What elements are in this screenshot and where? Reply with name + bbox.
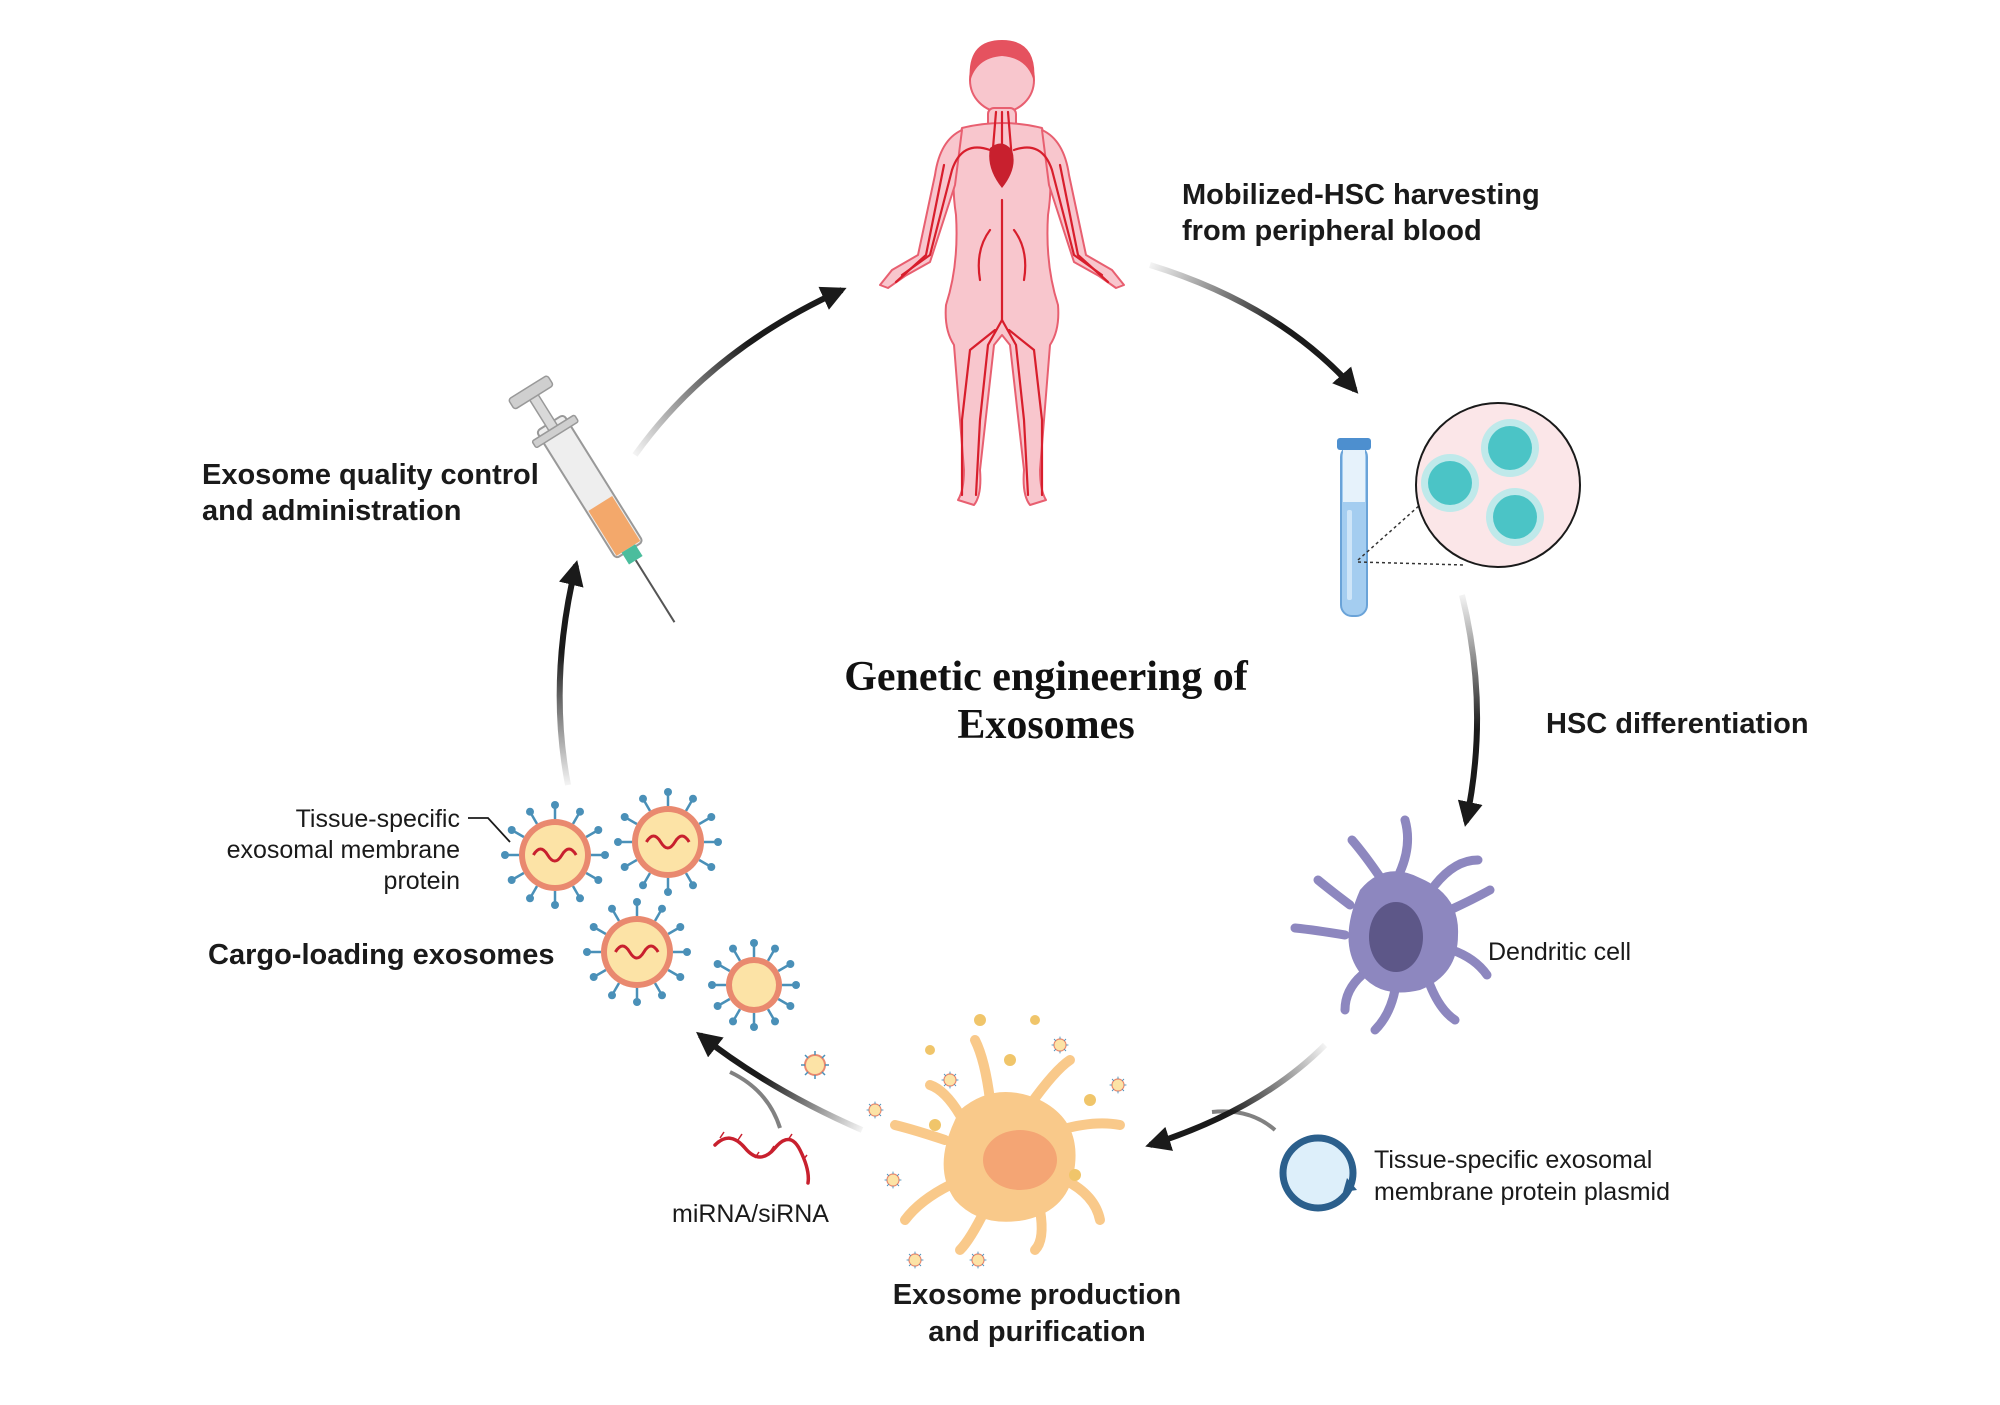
human-body-icon: [879, 40, 1125, 506]
step-differentiation: HSC differentiation: [1546, 708, 1809, 740]
step-cargo-loading: Cargo-loading exosomes: [208, 939, 554, 971]
exosome: [614, 788, 722, 896]
exosome: [708, 939, 800, 1031]
arrow-harvest-to-tube: [1149, 262, 1359, 394]
magnified-cells-icon: [1415, 402, 1581, 568]
label-membrane-protein-line1: Tissue-specific: [296, 805, 460, 833]
rna-strand-icon: [713, 1131, 811, 1185]
step-quality-line1: Exosome quality control: [202, 459, 539, 491]
arrow-production-to-cargo: [696, 1031, 864, 1133]
producing-cell-icon: [800, 1014, 1128, 1270]
arrow-cargo-to-syringe: [556, 560, 584, 786]
membrane-protein-leader: [468, 817, 511, 843]
step-production-line1: Exosome production: [893, 1279, 1181, 1311]
exosome: [583, 898, 691, 1006]
step-harvest-line1: Mobilized-HSC harvesting: [1182, 179, 1540, 211]
label-plasmid-line1: Tissue-specific exosomal: [1374, 1146, 1652, 1174]
label-dendritic-cell: Dendritic cell: [1488, 938, 1631, 966]
label-membrane-protein-line2: exosomal membrane: [227, 836, 460, 864]
arrow-plasmid-joining: [1211, 1109, 1277, 1132]
label-membrane-protein-line3: protein: [384, 867, 460, 895]
test-tube-icon: [1337, 438, 1371, 617]
dendritic-cell-icon: [1290, 815, 1495, 1035]
arrow-tube-to-dendritic: [1457, 594, 1483, 827]
magnification-lines: [1357, 504, 1466, 566]
exosome-icon: [501, 788, 800, 1031]
step-production-line2: and purification: [928, 1316, 1146, 1348]
step-quality-line2: and administration: [202, 495, 461, 527]
arrow-rna-joining: [729, 1070, 782, 1129]
center-title-line2: Exosomes: [957, 702, 1134, 748]
arrow-dendritic-to-production: [1145, 1042, 1328, 1151]
label-mirna: miRNA/siRNA: [672, 1200, 829, 1228]
step-harvest-line2: from peripheral blood: [1182, 215, 1482, 247]
syringe-icon: [508, 375, 676, 623]
center-title-line1: Genetic engineering of: [844, 654, 1249, 700]
label-plasmid-line2: membrane protein plasmid: [1374, 1178, 1670, 1206]
arrow-syringe-to-body: [632, 286, 847, 457]
exosome: [501, 801, 609, 909]
plasmid-icon: [1279, 1134, 1357, 1212]
